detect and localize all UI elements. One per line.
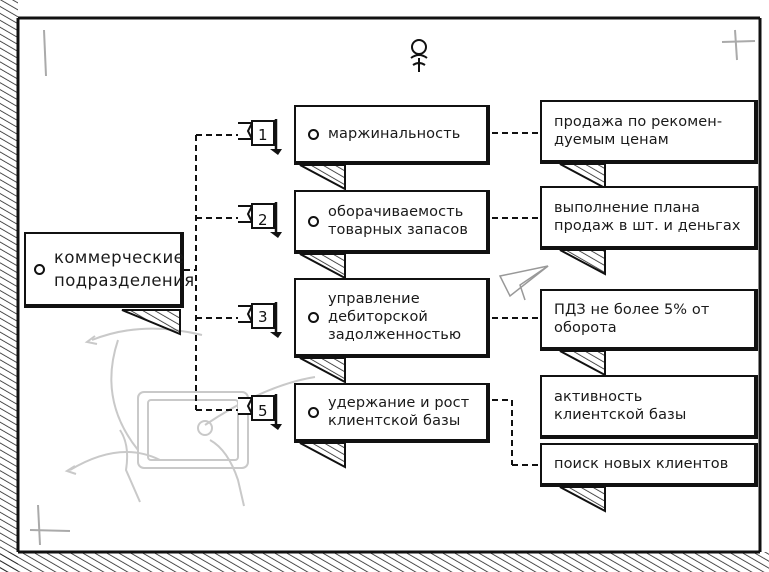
branch-label: маржинальность (328, 125, 460, 143)
ribbon-tail (300, 165, 345, 189)
target-node: активность клиентской базы (540, 375, 758, 439)
branch-node-1: маржинальность (294, 105, 490, 165)
bullet-icon (34, 264, 45, 275)
bullet-icon (308, 216, 319, 227)
target-label: ПДЗ не более 5% от оборота (554, 301, 754, 337)
flag-icon (238, 119, 282, 155)
bullet-icon (308, 312, 319, 323)
target-label: поиск новых клиентов (554, 455, 728, 473)
target-node: выполнение плана продаж в шт. и деньгах (540, 186, 758, 250)
target-node: ПДЗ не более 5% от оборота (540, 289, 758, 351)
bullet-icon (308, 407, 319, 418)
ribbon-tail (560, 487, 605, 511)
target-label: продажа по рекомен- дуемым ценам (554, 113, 722, 149)
numbered-flags (238, 119, 282, 430)
tablet-sketch-icon (67, 329, 315, 506)
branch-node-2: оборачиваемость товарных запасов (294, 190, 490, 254)
ribbon-tail (560, 351, 605, 375)
ribbon-tail (300, 254, 345, 278)
flag-icon (238, 302, 282, 338)
branch-label: управление дебиторской задолженностью (328, 290, 461, 344)
branch-label: оборачиваемость товарных запасов (328, 203, 468, 239)
target-node: продажа по рекомен- дуемым ценам (540, 100, 758, 164)
flag-icon (238, 394, 282, 430)
target-label: выполнение плана продаж в шт. и деньгах (554, 199, 741, 235)
bullet-icon (308, 129, 319, 140)
branch-node-5: удержание и рост клиентской базы (294, 383, 490, 443)
pushpin-icon (411, 40, 427, 72)
root-node-label: коммерческие подразделения (54, 246, 195, 292)
ribbon-tail (300, 443, 345, 467)
ribbon-tail (560, 250, 605, 274)
root-node: коммерческие подразделения (24, 232, 184, 308)
branch-node-3: управление дебиторской задолженностью (294, 278, 490, 358)
flag-icon (238, 202, 282, 238)
ribbon-tail (560, 164, 605, 188)
target-node: поиск новых клиентов (540, 443, 758, 487)
target-label: активность клиентской базы (554, 388, 686, 424)
branch-label: удержание и рост клиентской базы (328, 394, 469, 430)
